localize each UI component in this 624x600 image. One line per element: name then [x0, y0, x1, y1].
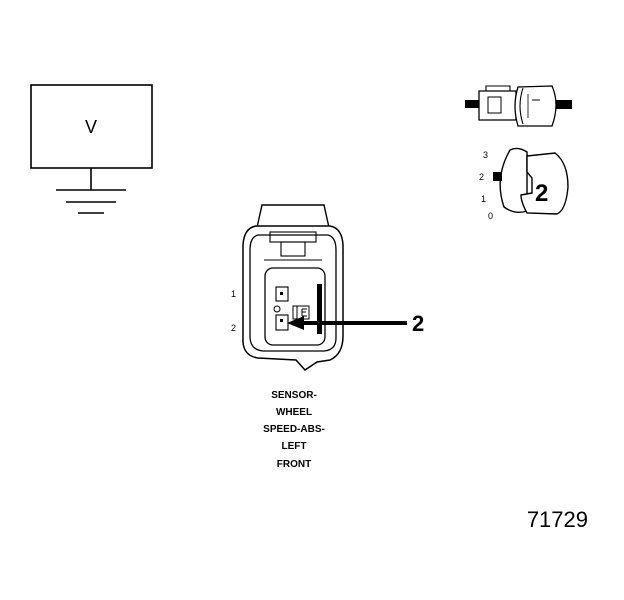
pin-callout: 2 — [412, 311, 424, 336]
lock-position-callout: 2 — [535, 180, 548, 207]
voltmeter-symbol: V — [30, 84, 153, 214]
lock-scale-2: 2 — [479, 172, 484, 182]
pin-label-2: 2 — [231, 323, 236, 333]
connector-face — [242, 204, 344, 371]
lock-scale-3: 3 — [483, 150, 488, 160]
lock-icon — [493, 147, 569, 215]
lock-scale-0: 0 — [488, 211, 493, 221]
lock-scale-1: 1 — [481, 194, 486, 204]
mated-connector-icon — [465, 85, 572, 127]
lock-position-indicator: 3 2 1 0 2 — [479, 147, 569, 221]
caption-line-4: LEFT — [282, 441, 307, 452]
ground-icon — [56, 168, 126, 214]
connector-caption: SENSOR- WHEEL SPEED-ABS- LEFT FRONT — [263, 390, 325, 470]
pin-label-1: 1 — [231, 289, 236, 299]
caption-line-1: SENSOR- — [271, 390, 317, 401]
pin-1-terminal-icon — [273, 305, 281, 313]
caption-line-3: SPEED-ABS- — [263, 424, 325, 435]
voltmeter-label: V — [85, 117, 97, 137]
caption-line-5: FRONT — [277, 459, 311, 470]
figure-number: 71729 — [527, 507, 588, 532]
callout-arrow-icon — [287, 316, 407, 330]
caption-line-2: WHEEL — [276, 407, 312, 418]
